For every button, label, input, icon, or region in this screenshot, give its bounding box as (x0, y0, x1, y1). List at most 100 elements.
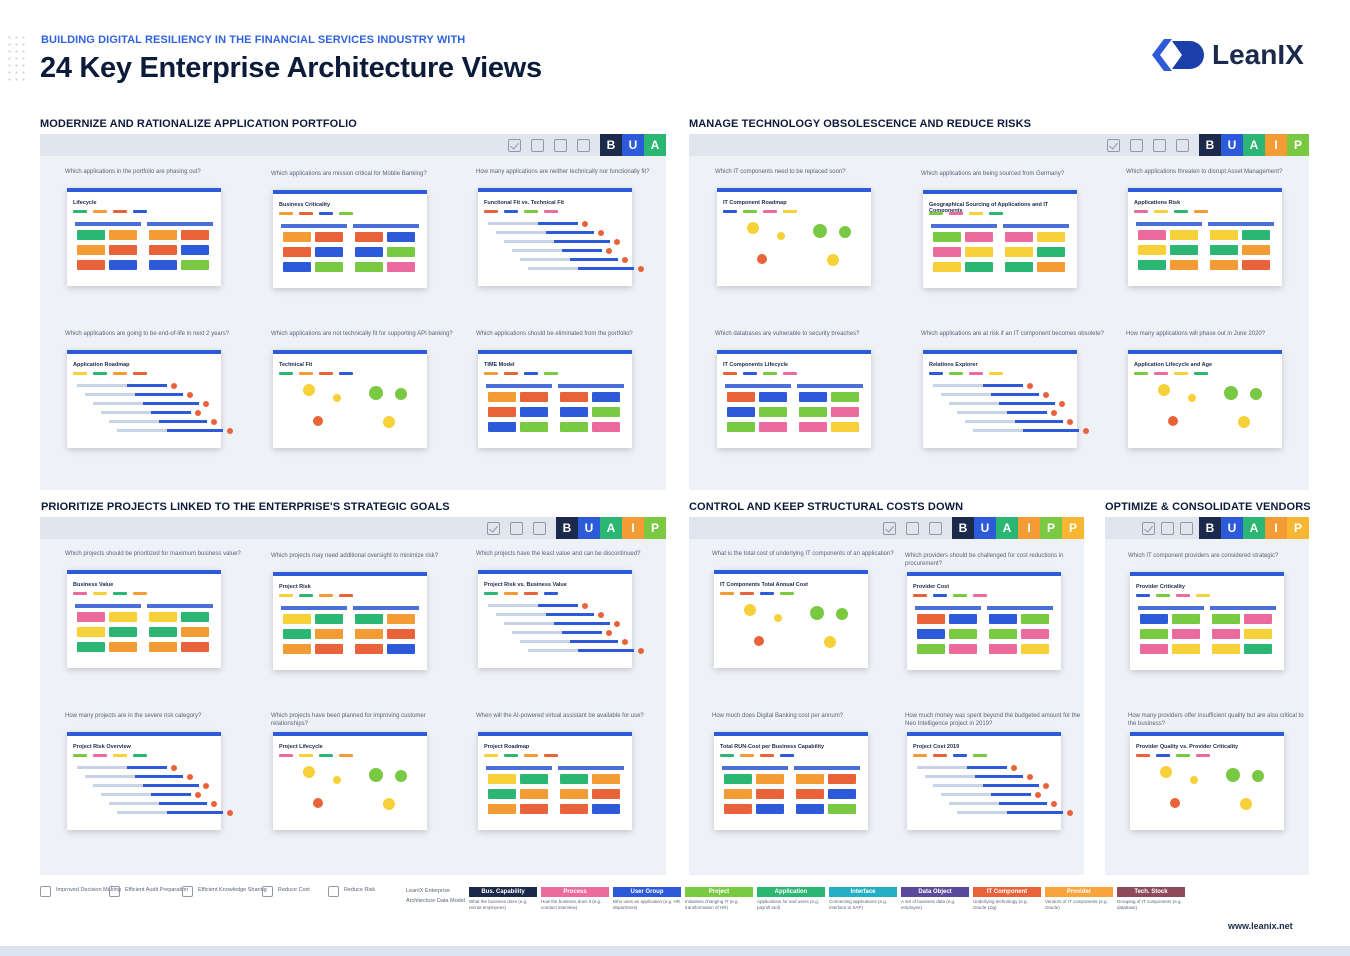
milestone-marker (171, 765, 177, 771)
poster-subtitle: BUILDING DIGITAL RESILIENCY IN THE FINAN… (41, 34, 466, 46)
milestone-marker (638, 648, 644, 654)
view-card[interactable]: Provider Criticality (1130, 572, 1284, 670)
view-card[interactable]: Project Risk vs. Business Value (478, 570, 644, 668)
coins-icon (262, 886, 273, 897)
view-card[interactable]: Application Roadmap (67, 350, 233, 448)
view-card[interactable]: Business Criticality (273, 190, 427, 288)
view-card[interactable]: Provider Quality vs. Provider Criticalit… (1130, 732, 1284, 830)
share-icon (1180, 521, 1193, 535)
view-card[interactable]: Functional Fit vs. Technical Fit (478, 188, 644, 286)
view-card[interactable]: Relations Explorer (923, 350, 1089, 448)
view-card[interactable]: Project Roadmap (478, 732, 632, 830)
application-block (387, 644, 415, 654)
view-legend (723, 372, 797, 375)
letter-b-badge: B (1199, 517, 1221, 539)
view-question: When will the AI-powered virtual assista… (476, 713, 644, 719)
tag-description: Who uses an application (e.g. HR departm… (613, 899, 681, 910)
application-block (592, 407, 620, 417)
application-block (989, 614, 1017, 624)
bubble-marker (824, 636, 836, 648)
view-card-title: Project Roadmap (484, 744, 530, 750)
letter-p-badge: P (1287, 517, 1309, 539)
application-block (488, 789, 516, 799)
view-question: Which providers should be challenged for… (905, 553, 1064, 567)
letter-p-provider-badge: P (1062, 517, 1084, 539)
tag-label: User Group (613, 887, 681, 897)
bubble-marker (1240, 798, 1252, 810)
milestone-marker (1027, 774, 1033, 780)
view-card[interactable]: Applications Risk (1128, 188, 1282, 286)
view-card[interactable]: Technical Fit (273, 350, 427, 448)
tag-label: Process (541, 887, 609, 897)
letter-u-badge: U (974, 517, 996, 539)
application-block (1138, 230, 1166, 240)
roadmap-bar-past (957, 411, 1017, 414)
view-card[interactable]: Project Risk (273, 572, 427, 670)
view-card[interactable]: Project Risk Overview (67, 732, 233, 830)
application-block (724, 774, 752, 784)
milestone-marker (638, 266, 644, 272)
application-block (560, 407, 588, 417)
view-card[interactable]: Geographical Sourcing of Applications an… (923, 190, 1077, 288)
bubble-marker (1158, 384, 1170, 396)
tag-description: Applications for end users (e.g. payroll… (757, 899, 820, 910)
view-card[interactable]: Project Cost 2019 (907, 732, 1073, 830)
bubble-marker (1170, 798, 1180, 808)
capability-header (75, 604, 141, 608)
roadmap-bar (151, 411, 191, 414)
section-title-costs: CONTROL AND KEEP STRUCTURAL COSTS DOWN (689, 501, 964, 513)
view-question: Which IT components need to be replaced … (715, 169, 846, 175)
bubble-marker (313, 798, 323, 808)
tag-description: A set of business data (e.g. employee) (901, 899, 956, 910)
view-card[interactable]: Project Lifecycle (273, 732, 427, 830)
roadmap-bar-past (488, 222, 548, 225)
view-cell: How many providers offer insufficient qu… (1128, 712, 1318, 862)
bubble-marker (303, 766, 315, 778)
application-block (592, 774, 620, 784)
application-block (1172, 629, 1200, 639)
milestone-marker (622, 257, 628, 263)
roadmap-bar-past (504, 240, 564, 243)
milestone-marker (614, 621, 620, 627)
roadmap-bar (999, 402, 1055, 405)
view-card[interactable]: IT Component Roadmap (717, 188, 871, 286)
tag-label: Provider (1045, 887, 1113, 897)
view-card[interactable]: TIME Model (478, 350, 632, 448)
view-card[interactable]: IT Components Total Annual Cost (714, 570, 868, 668)
view-question: Which applications are mission critical … (271, 171, 427, 177)
application-block (387, 262, 415, 272)
view-cell: Which projects may need additional overs… (271, 552, 461, 702)
view-card-title: Business Value (73, 582, 114, 588)
view-card[interactable]: Provider Cost (907, 572, 1061, 670)
capability-header (794, 766, 860, 770)
application-block (917, 614, 945, 624)
roadmap-bar-past (933, 784, 993, 787)
view-card[interactable]: IT Components Lifecycle (717, 350, 871, 448)
roadmap-bar-past (949, 802, 1009, 805)
view-card-title: IT Components Total Annual Cost (720, 582, 808, 588)
view-legend (720, 754, 794, 757)
view-legend (73, 754, 147, 757)
view-card-title: Project Risk vs. Business Value (484, 582, 567, 588)
view-card[interactable]: Lifecycle (67, 188, 221, 286)
application-block (109, 260, 137, 270)
view-card[interactable]: Business Value (67, 570, 221, 668)
application-block (109, 230, 137, 240)
application-block (355, 262, 383, 272)
tag-description: Underlying technology (e.g. Oracle 10g) (973, 899, 1028, 910)
bubble-marker (1252, 770, 1264, 782)
view-card[interactable]: Application Lifecycle and Age (1128, 350, 1282, 448)
application-block (283, 232, 311, 242)
view-cell: How much money was spent beyond the budg… (905, 712, 1095, 862)
view-card[interactable]: Total RUN-Cost per Business Capability (714, 732, 868, 830)
roadmap-bar-past (520, 640, 580, 643)
letter-b-badge: B (1199, 134, 1221, 156)
capability-header (722, 766, 788, 770)
milestone-marker (582, 221, 588, 227)
application-block (989, 644, 1017, 654)
roadmap-bar-past (925, 775, 985, 778)
application-block (1170, 245, 1198, 255)
application-block (283, 644, 311, 654)
